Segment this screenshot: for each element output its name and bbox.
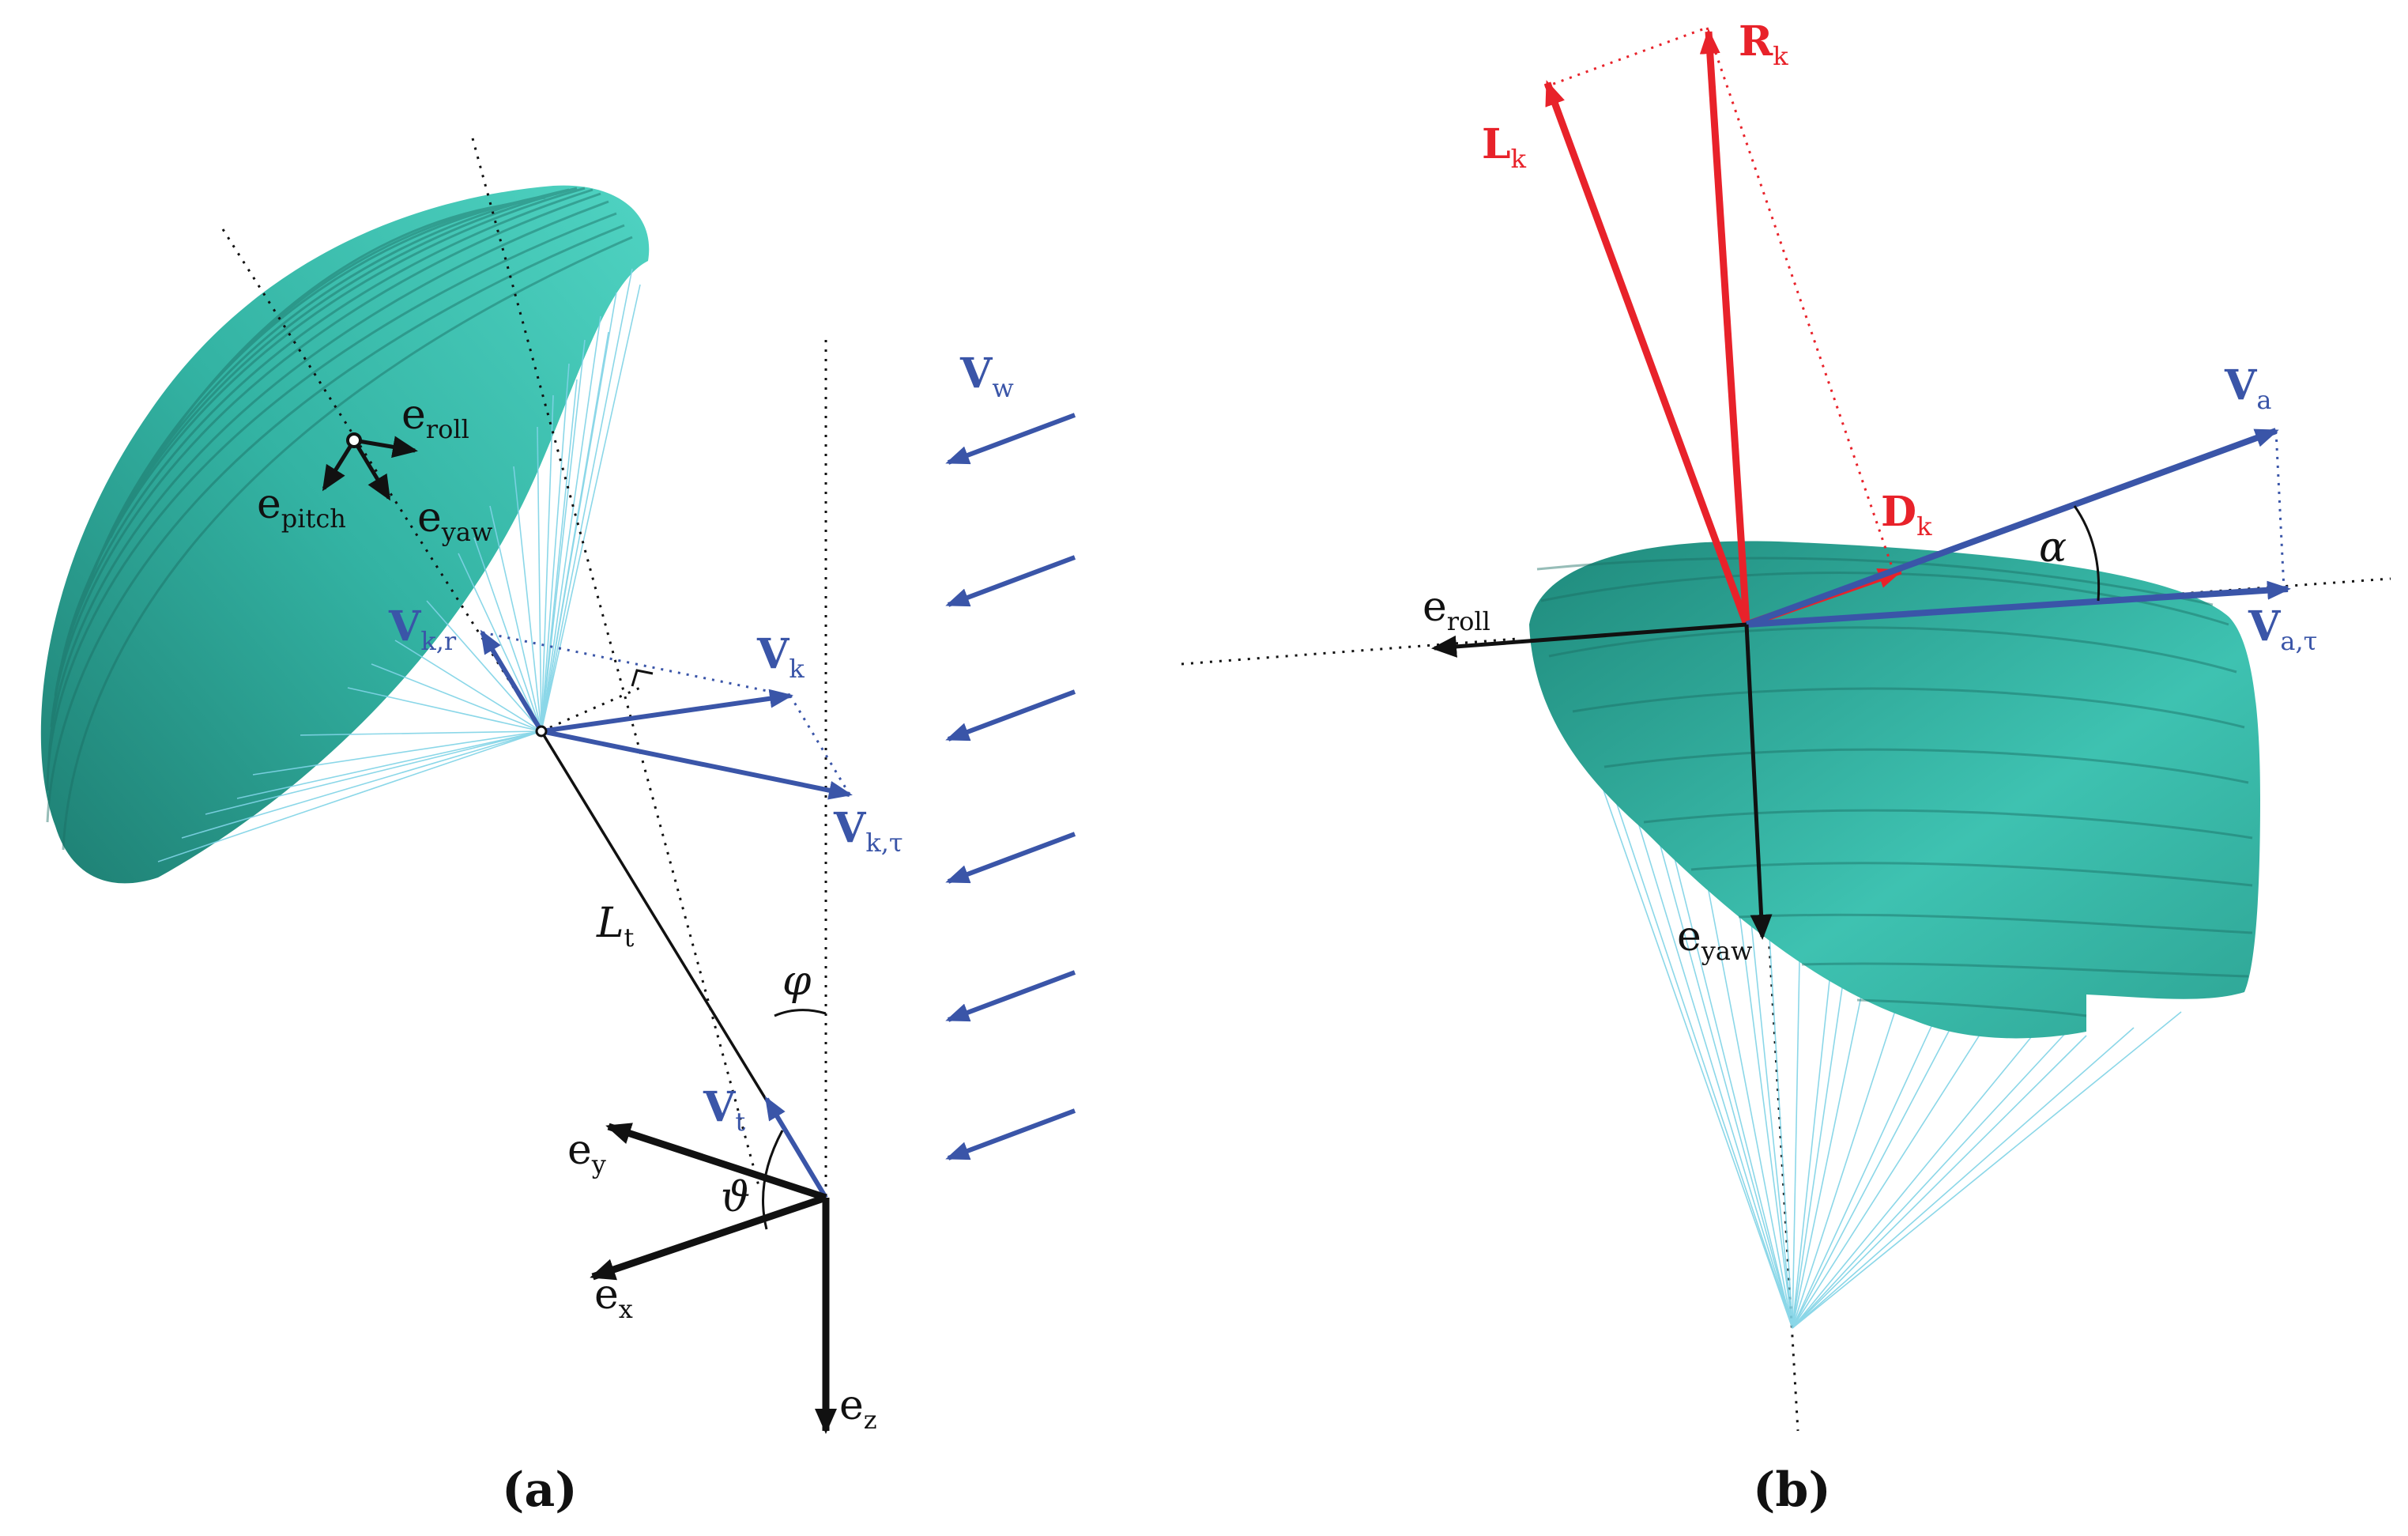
theta-arc xyxy=(762,1130,784,1230)
e-roll-arrow xyxy=(353,436,418,459)
e-y-arrow xyxy=(605,1123,827,1202)
label-v-kr: Vk,r xyxy=(388,602,457,656)
wind-arrows xyxy=(945,413,1076,1160)
e-pitch-arrow xyxy=(322,439,356,492)
e-yaw-arrow xyxy=(352,439,391,501)
labels-a: eroll epitch eyaw Vk,r Vk Vk,τ Vw Lt φ V… xyxy=(257,349,1014,1518)
vectors-b xyxy=(1431,28,2291,940)
v-t-arrow xyxy=(764,1096,828,1199)
wind-arrow xyxy=(945,555,1076,607)
v-a-projection-line xyxy=(2274,430,2286,590)
v-k-arrow xyxy=(541,689,793,734)
label-theta: ϑ xyxy=(721,1174,750,1221)
right-angle-mark xyxy=(631,669,654,687)
v-atau-arrow xyxy=(1746,580,2291,628)
wind-arrow xyxy=(945,1108,1076,1160)
label-r-k: Rk xyxy=(1739,17,1788,71)
label-v-atau: Va,τ xyxy=(2248,602,2317,656)
alpha-arc xyxy=(2073,505,2101,602)
wind-arrow xyxy=(945,413,1076,465)
velocity-vectors-a xyxy=(480,629,853,800)
ground-frame-a xyxy=(590,1009,837,1434)
label-v-k: Vk xyxy=(756,630,805,684)
label-v-w: Vw xyxy=(959,349,1014,403)
kite-point xyxy=(535,725,548,738)
label-v-a: Va xyxy=(2224,361,2271,415)
label-v-t: Vt xyxy=(703,1083,745,1137)
force-construction-lines xyxy=(1544,26,1894,570)
label-e-roll-b: eroll xyxy=(1423,583,1490,636)
label-e-yaw: eyaw xyxy=(417,494,492,547)
e-roll-arrow-b xyxy=(1431,622,1747,658)
wind-arrow xyxy=(945,832,1076,884)
caption-a: (a) xyxy=(502,1462,578,1518)
label-e-x: ex xyxy=(594,1271,633,1324)
label-v-ktau: Vk,τ xyxy=(833,804,903,858)
caption-b: (b) xyxy=(1753,1462,1831,1518)
kite-canopy-a xyxy=(40,185,650,884)
v-kr-arrow xyxy=(480,629,544,733)
l-k-arrow xyxy=(1543,80,1750,626)
panel-a: eroll epitch eyaw Vk,r Vk Vk,τ Vw Lt φ V… xyxy=(40,138,1076,1518)
phi-arc xyxy=(774,1009,827,1017)
panel-b: Rk Lk Dk Va Va,τ α eroll eyaw (b) xyxy=(1181,17,2391,1518)
e-x-arrow xyxy=(590,1194,827,1281)
label-phi: φ xyxy=(782,957,812,1005)
label-e-z: ez xyxy=(839,1382,877,1435)
label-e-y: ey xyxy=(567,1127,606,1179)
e-yaw-arrow-b xyxy=(1744,624,1773,940)
label-alpha: α xyxy=(2039,524,2067,572)
v-a-arrow xyxy=(1745,428,2279,628)
labels-b: Rk Lk Dk Va Va,τ α eroll eyaw (b) xyxy=(1423,17,2317,1518)
bridle-lines-a xyxy=(157,268,641,862)
label-e-pitch: epitch xyxy=(257,481,346,534)
wind-arrow xyxy=(945,689,1076,742)
body-origin-point xyxy=(346,432,362,448)
v-ktau-arrow xyxy=(541,729,853,800)
kite-canopy-b xyxy=(1529,541,2260,1039)
body-frame-axes-a xyxy=(322,432,418,501)
label-l-k: Lk xyxy=(1482,120,1527,174)
label-l-t: Lt xyxy=(596,900,635,953)
label-e-yaw-b: eyaw xyxy=(1677,913,1752,966)
r-k-arrow xyxy=(1699,28,1750,625)
label-d-k: Dk xyxy=(1881,488,1932,542)
label-e-roll: eroll xyxy=(401,391,469,444)
wind-arrow xyxy=(945,970,1076,1022)
